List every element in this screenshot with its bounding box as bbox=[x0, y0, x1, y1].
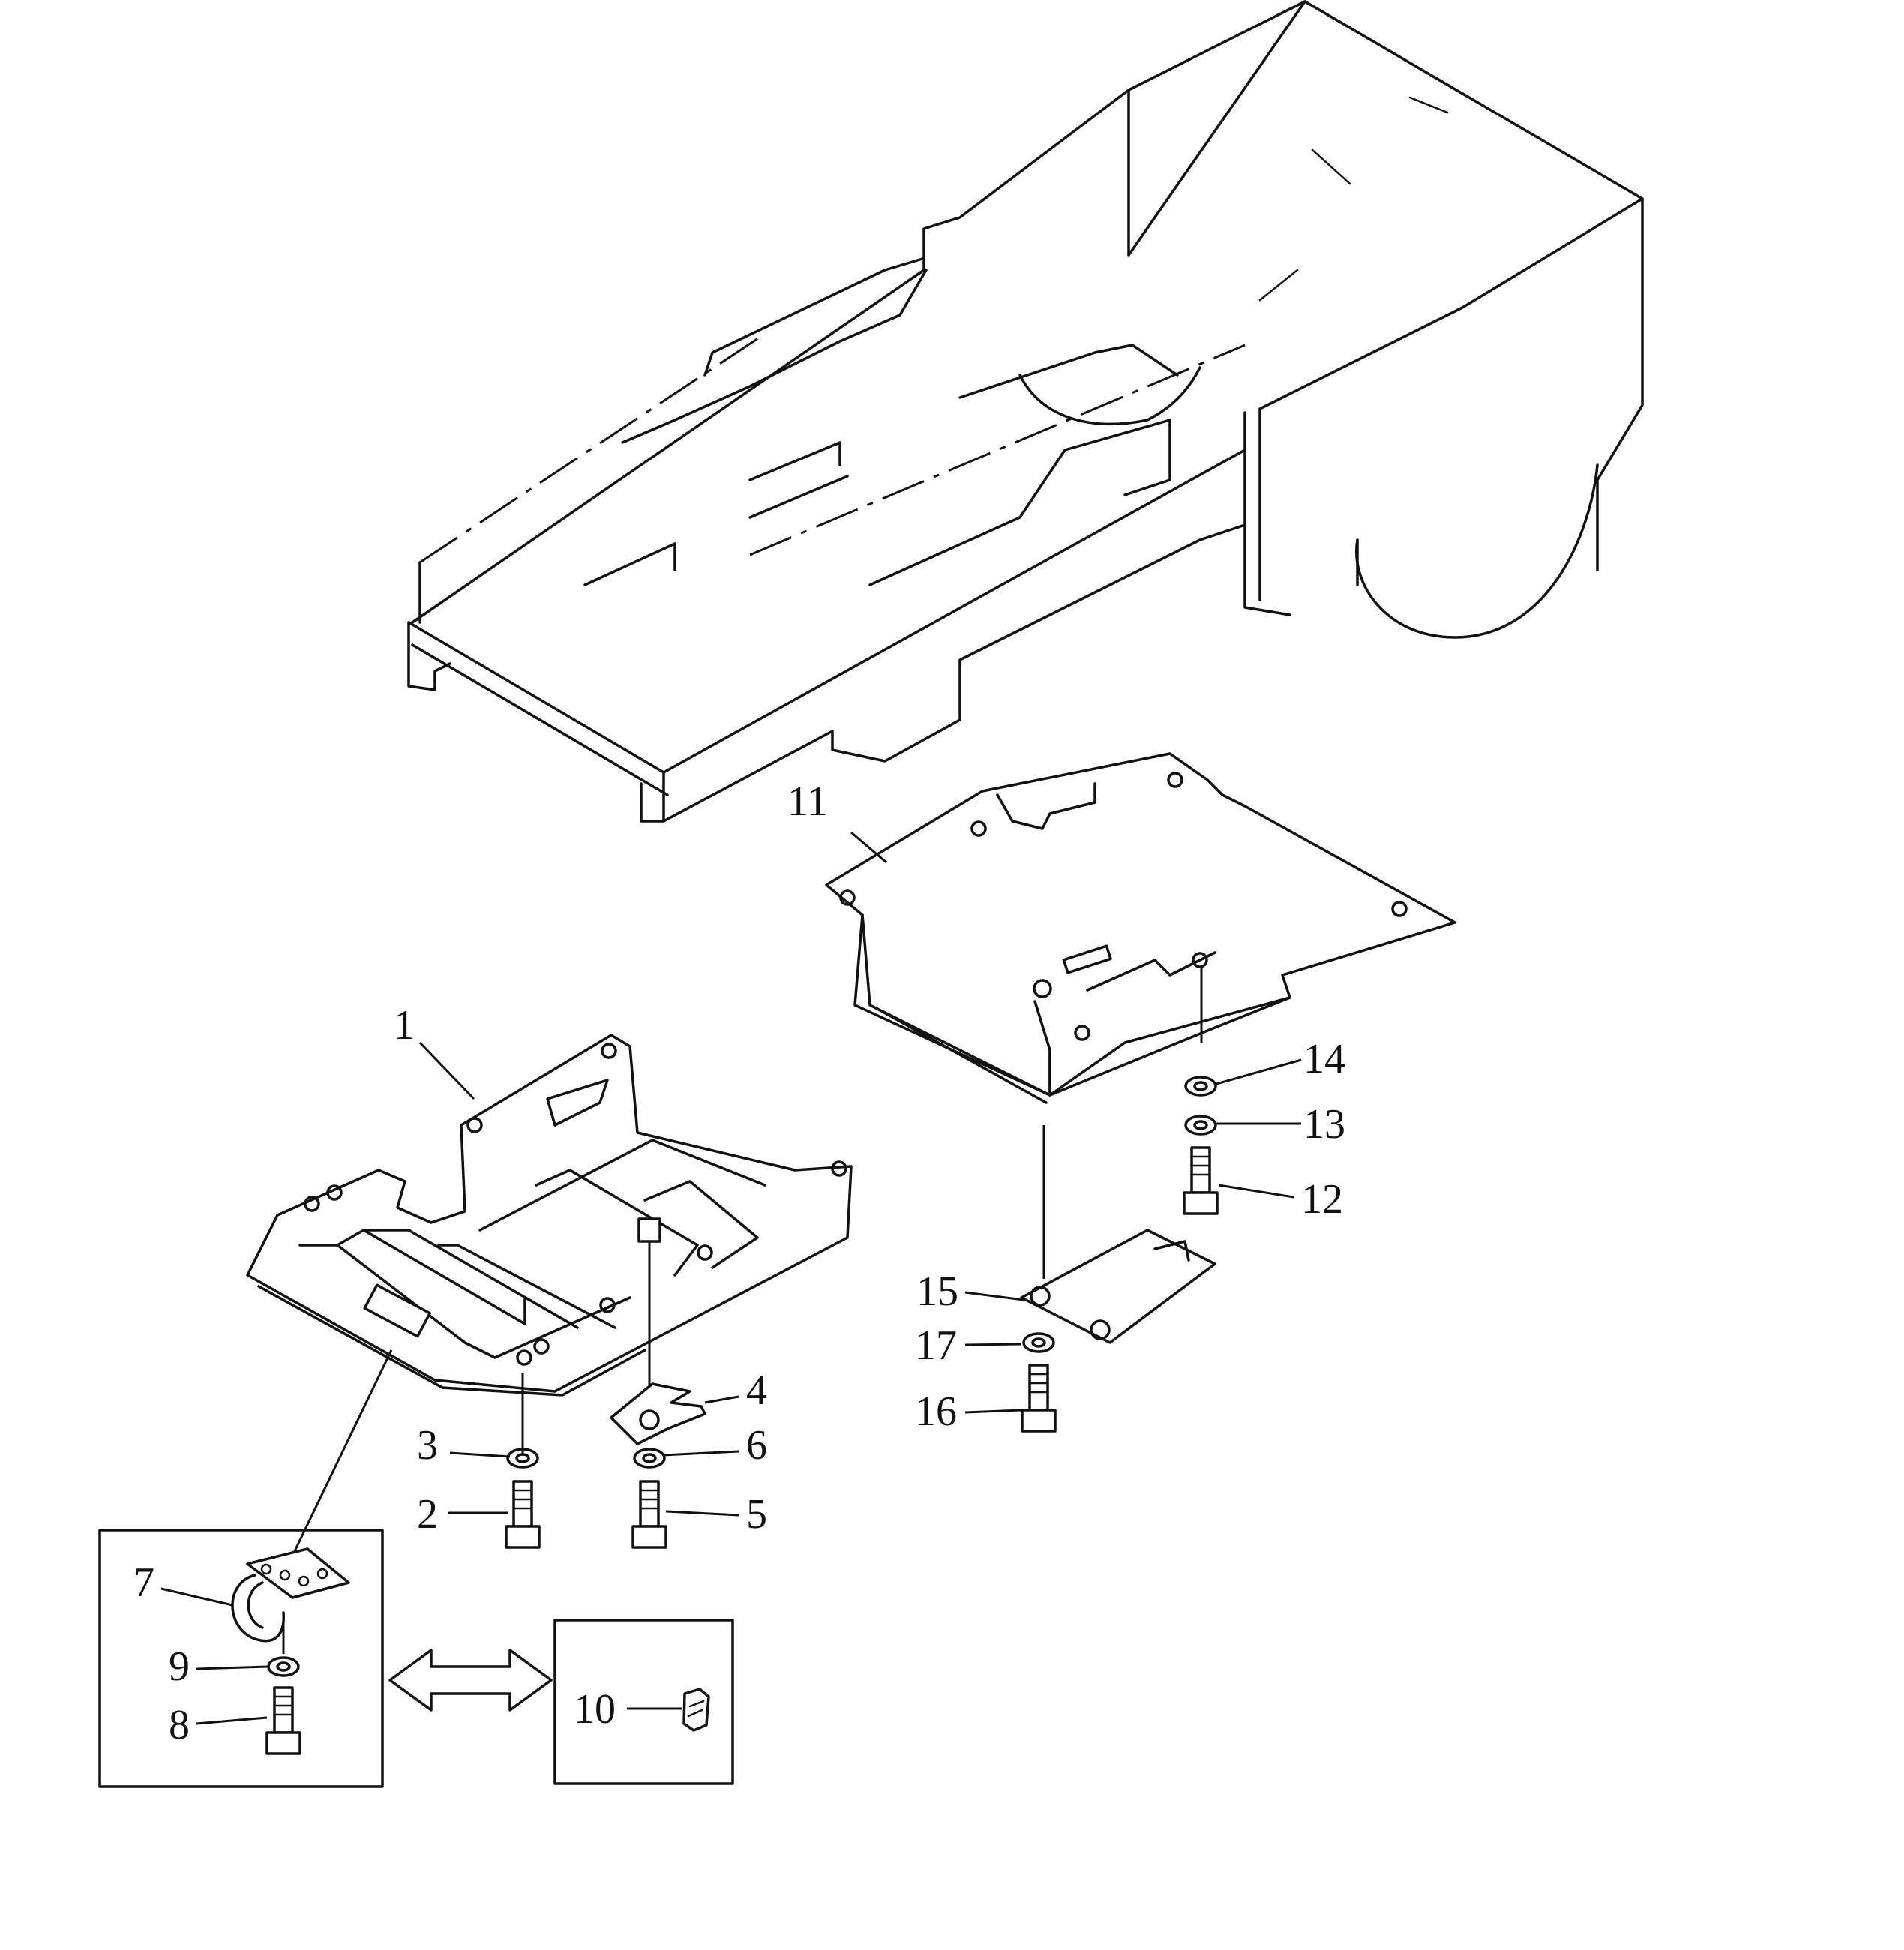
detail-box-b bbox=[553, 1618, 734, 1785]
callout-16: 16 bbox=[915, 1388, 957, 1435]
callout-15: 15 bbox=[916, 1268, 958, 1315]
callout-4: 4 bbox=[746, 1367, 767, 1414]
callout-10: 10 bbox=[574, 1686, 616, 1732]
callout-5: 5 bbox=[746, 1491, 767, 1538]
callout-6: 6 bbox=[746, 1422, 767, 1468]
callout-9: 9 bbox=[169, 1643, 190, 1690]
callout-7: 7 bbox=[133, 1559, 154, 1606]
callout-11: 11 bbox=[787, 778, 828, 825]
callout-12: 12 bbox=[1301, 1176, 1343, 1222]
callout-14: 14 bbox=[1303, 1036, 1345, 1082]
guard-part-11 bbox=[825, 752, 1456, 1279]
callout-labels: 1 2 3 4 5 6 7 8 9 10 11 12 13 14 15 16 1… bbox=[133, 778, 1345, 1748]
plate-part-4 bbox=[610, 1382, 706, 1445]
washers bbox=[267, 1076, 1217, 1677]
detail-box-a bbox=[98, 1349, 553, 1788]
callout-1: 1 bbox=[394, 1002, 415, 1048]
cover-plate-15 bbox=[1020, 1228, 1216, 1344]
main-frame-assembly bbox=[407, 0, 1644, 823]
callout-13: 13 bbox=[1303, 1101, 1345, 1148]
leader-lines bbox=[160, 831, 1302, 1725]
guard-part-1 bbox=[246, 1034, 853, 1455]
callout-3: 3 bbox=[417, 1422, 438, 1468]
bolts bbox=[265, 1146, 1219, 1755]
callout-8: 8 bbox=[169, 1702, 190, 1748]
callout-17: 17 bbox=[915, 1322, 957, 1369]
callout-2: 2 bbox=[417, 1491, 438, 1538]
